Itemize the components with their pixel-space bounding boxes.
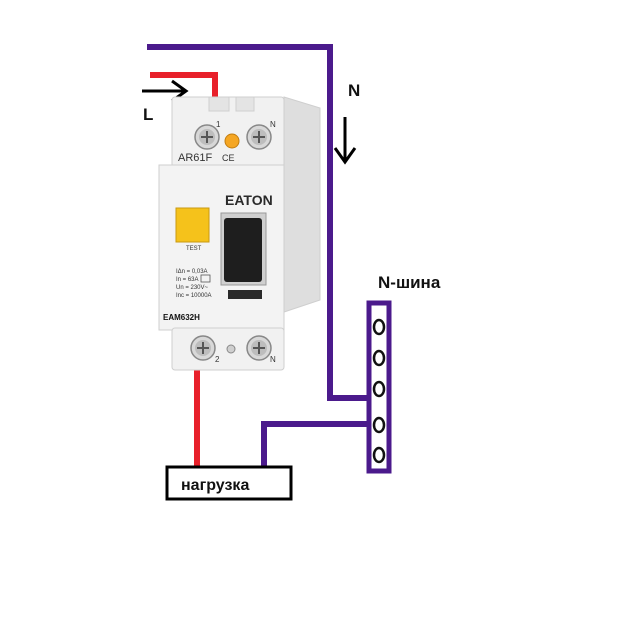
neutral-load-wire: [261, 421, 376, 468]
spec-line: Un = 230V~: [176, 285, 209, 291]
spec-line: Inc = 10000A: [176, 293, 212, 299]
neutral-bus-bar: [366, 300, 392, 474]
terminal-label-n-top: N: [270, 120, 276, 129]
screw-icon: [246, 335, 272, 361]
test-button[interactable]: [175, 207, 210, 243]
screw-icon: [246, 124, 272, 150]
spec-lines: IΔn = 0,03A In = 63A Un = 230V~ Inc = 10…: [176, 269, 212, 299]
neutral-label: N: [348, 81, 360, 100]
load-label: нагрузка: [181, 477, 249, 494]
neutral-supply-wire: [147, 44, 376, 401]
bus-terminal: [372, 318, 386, 336]
phase-input-wire: [150, 72, 218, 100]
model-label: EAM632H: [163, 313, 200, 322]
neutral-arrow-icon: [333, 117, 357, 165]
bus-terminal: [372, 380, 386, 398]
terminal-label-n-bottom: N: [270, 355, 276, 364]
bus-label: N-шина: [378, 273, 441, 292]
screw-icon: [190, 335, 216, 361]
toggle-lever[interactable]: [224, 218, 262, 282]
load-box: нагрузка: [165, 465, 293, 501]
spec-line: IΔn = 0,03A: [176, 269, 208, 275]
bus-terminal: [372, 349, 386, 367]
phase-label: L: [143, 105, 153, 124]
test-label: TEST: [186, 246, 202, 252]
indicator-light: [224, 133, 240, 149]
model-top-label: AR61F: [178, 152, 213, 164]
bus-terminal: [372, 446, 386, 464]
bus-terminal: [372, 416, 386, 434]
screw-icon: [194, 124, 220, 150]
spec-line: In = 63A: [176, 277, 199, 283]
terminal-label-2: 2: [215, 355, 220, 364]
brand-logo: EATON: [225, 192, 273, 208]
ce-mark: CE: [222, 153, 235, 163]
terminal-label-1: 1: [216, 120, 221, 129]
rcd-device: 1 N AR61F CE EATON TEST IΔn = 0,03A In =…: [158, 96, 321, 371]
